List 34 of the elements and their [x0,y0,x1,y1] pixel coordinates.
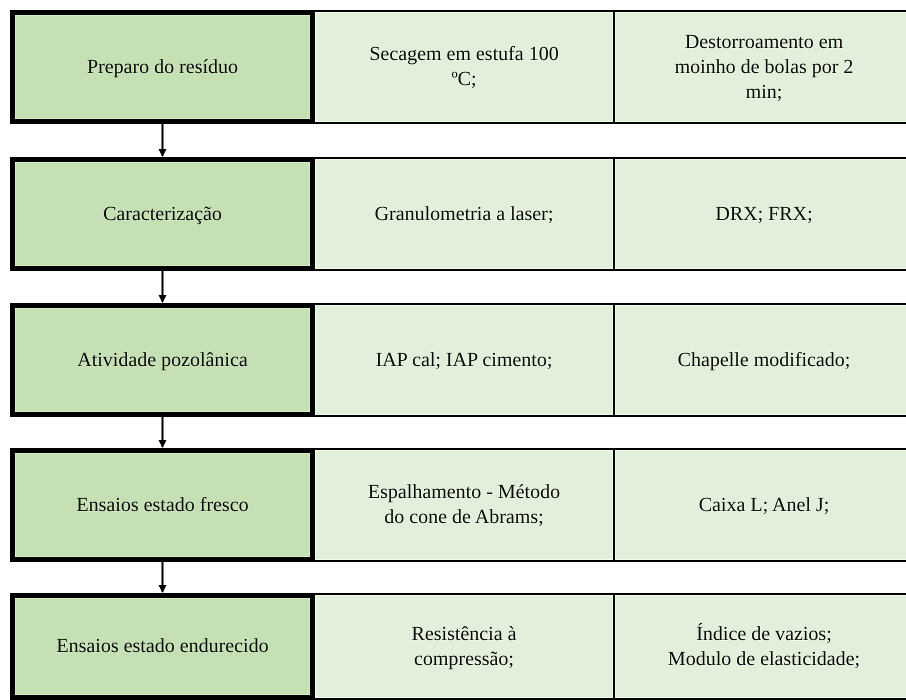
method-cell [315,448,615,562]
method-cell [615,10,906,124]
cell-text: Chapelle modificado; [678,348,850,372]
method-cell [315,593,615,700]
stage-box [10,593,315,700]
arrow [158,562,166,593]
cell-text: Preparo do resíduo [86,54,238,80]
method-cell [615,593,906,700]
arrow [158,271,166,303]
stage-box [10,303,315,417]
stage-box [10,10,315,124]
cell-text: Atividade pozolânica [77,348,248,372]
cell-text: IAP cal; IAP cimento; [376,348,552,372]
method-cell [615,157,906,271]
arrow [158,417,166,448]
cell-text: Secagem em estufa 100 ºC; [368,42,560,92]
cell-text: Índice de vazios; Modulo de elasticidade; [666,622,862,672]
arrow [158,124,166,157]
method-cell [615,448,906,562]
cell-text: Caracterização [103,202,222,226]
cell-text: Granulometria a laser; [374,202,554,226]
stage-box [10,448,315,562]
cell-text: Destorroamento em moinho de bolas por 2 min; [674,30,854,104]
method-cell [315,303,615,417]
method-cell [615,303,906,417]
cell-text: Ensaios estado endurecido [56,634,269,659]
cell-text: Espalhamento - Método do cone de Abrams; [366,480,562,530]
cell-text: DRX; FRX; [715,202,813,226]
cell-text: Resistência à compressão; [410,622,518,672]
method-cell [315,10,615,124]
cell-text: Ensaios estado fresco [76,492,249,518]
cell-text: Caixa L; Anel J; [698,492,830,518]
stage-box [10,157,315,271]
method-cell [315,157,615,271]
